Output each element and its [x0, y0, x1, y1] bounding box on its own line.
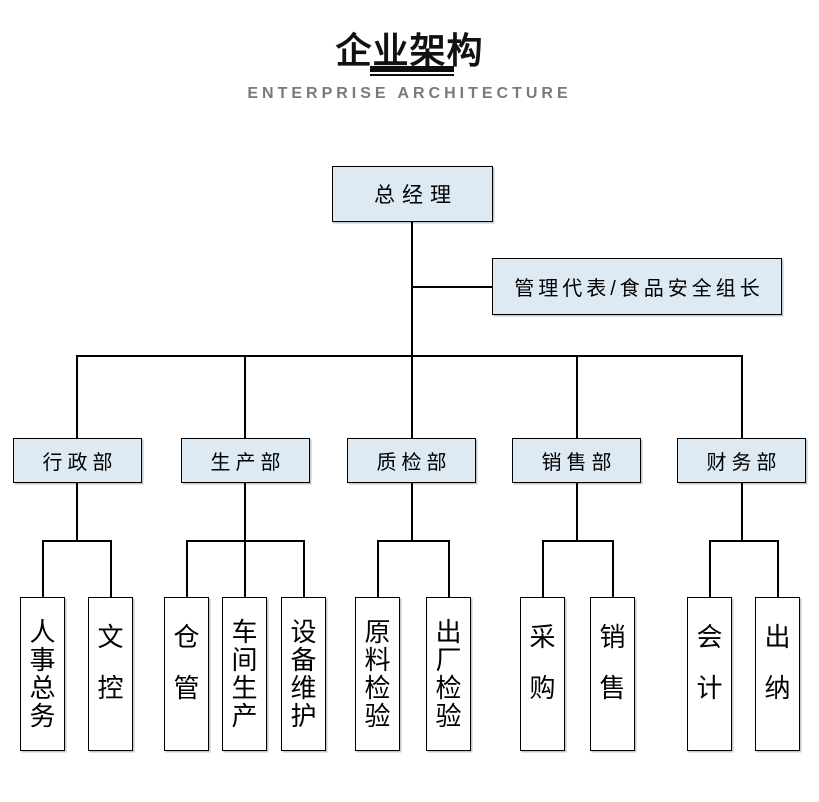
- node-label: 财务部: [706, 452, 782, 474]
- node-label: 质检部: [376, 452, 452, 474]
- node-label: 销售: [599, 621, 626, 703]
- node-label: 生产部: [210, 452, 286, 474]
- node-label: 出厂检验: [435, 617, 462, 731]
- connector-dept-drop: [411, 355, 413, 438]
- connector-leaf-drop: [303, 540, 305, 597]
- connector-root-drop: [411, 222, 413, 355]
- node-leaf-equipment-maintenance: 设备维护: [281, 597, 326, 751]
- node-label: 人事总务: [29, 617, 56, 731]
- connector-sub-bus: [377, 540, 450, 542]
- connector-dept-stub: [411, 483, 413, 540]
- connector-leaf-drop: [244, 540, 246, 597]
- connector-leaf-drop: [542, 540, 544, 597]
- node-leaf-raw-material-inspection: 原料检验: [355, 597, 400, 751]
- node-dept-finance: 财务部: [677, 438, 806, 483]
- connector-leaf-drop: [42, 540, 44, 597]
- connector-main-bus: [76, 355, 743, 357]
- node-label: 行政部: [42, 452, 118, 474]
- connector-sub-bus: [186, 540, 305, 542]
- connector-dept-stub: [244, 483, 246, 540]
- node-dept-production: 生产部: [181, 438, 310, 483]
- node-dept-sales: 销售部: [512, 438, 641, 483]
- connector-leaf-drop: [110, 540, 112, 597]
- connector-sub-bus: [542, 540, 614, 542]
- node-leaf-document-control: 文控: [88, 597, 133, 751]
- connector-leaf-drop: [186, 540, 188, 597]
- connector-leaf-drop: [377, 540, 379, 597]
- node-dept-admin: 行政部: [13, 438, 142, 483]
- connector-dept-stub: [76, 483, 78, 540]
- node-label: 原料检验: [364, 617, 391, 731]
- connector-dept-drop: [76, 355, 78, 438]
- page-title: 企业架构: [335, 30, 484, 71]
- title-underline-thin: [370, 74, 454, 76]
- node-leaf-workshop-production: 车间生产: [222, 597, 267, 751]
- node-general-manager: 总经理: [332, 166, 493, 222]
- connector-dept-drop: [741, 355, 743, 438]
- connector-leaf-drop: [709, 540, 711, 597]
- connector-leaf-drop: [777, 540, 779, 597]
- node-dept-quality: 质检部: [347, 438, 476, 483]
- node-label: 管理代表/食品安全组长: [514, 278, 764, 300]
- node-leaf-sales: 销售: [590, 597, 635, 751]
- title-underline-thick: [370, 66, 454, 72]
- connector-staff-branch: [412, 286, 492, 288]
- node-leaf-purchasing: 采购: [520, 597, 565, 751]
- connector-leaf-drop: [448, 540, 450, 597]
- connector-dept-stub: [576, 483, 578, 540]
- node-label: 总经理: [374, 184, 458, 207]
- node-label: 出纳: [764, 621, 791, 703]
- connector-dept-drop: [576, 355, 578, 438]
- connector-leaf-drop: [612, 540, 614, 597]
- connector-sub-bus: [42, 540, 112, 542]
- node-leaf-accounting: 会计: [687, 597, 732, 751]
- connector-sub-bus: [709, 540, 779, 542]
- node-label: 车间生产: [231, 617, 258, 731]
- node-label: 仓管: [173, 621, 200, 703]
- connector-dept-drop: [244, 355, 246, 438]
- connector-dept-stub: [741, 483, 743, 540]
- node-label: 会计: [696, 621, 723, 703]
- node-leaf-outgoing-inspection: 出厂检验: [426, 597, 471, 751]
- node-label: 采购: [529, 621, 556, 703]
- page-subtitle: ENTERPRISE ARCHITECTURE: [247, 85, 572, 102]
- node-label: 销售部: [541, 452, 617, 474]
- node-label: 文控: [97, 621, 124, 703]
- node-label: 设备维护: [290, 617, 317, 731]
- node-management-representative: 管理代表/食品安全组长: [492, 258, 782, 315]
- node-leaf-cashier: 出纳: [755, 597, 800, 751]
- node-leaf-hr-general-affairs: 人事总务: [20, 597, 65, 751]
- node-leaf-warehouse: 仓管: [164, 597, 209, 751]
